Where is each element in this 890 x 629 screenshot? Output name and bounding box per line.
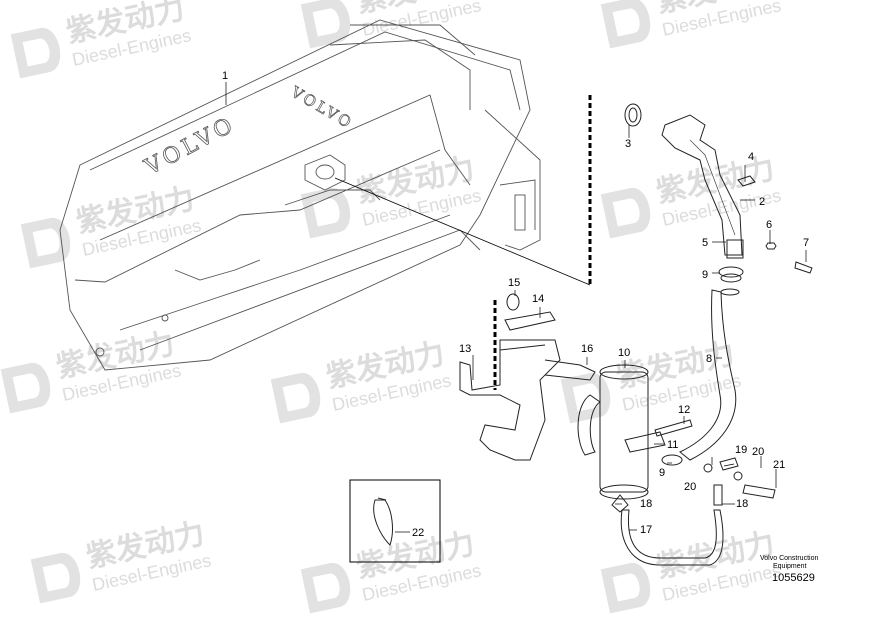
callout-10: 10 [618, 347, 630, 359]
oil-filler-tube [624, 103, 813, 274]
callout-16: 16 [581, 343, 593, 355]
callout-9-lower: 9 [659, 467, 665, 479]
watermark-logo-icon [300, 188, 351, 239]
drain-hose [620, 509, 724, 566]
callout-18-right: 18 [736, 498, 748, 510]
callout-labels: 1 2 3 4 5 6 7 9 8 15 14 13 16 10 12 11 9… [222, 70, 809, 539]
callout-15: 15 [508, 277, 520, 289]
watermark-logo-icon [600, 563, 651, 614]
detail-box-clip [349, 479, 441, 563]
callout-14: 14 [532, 293, 544, 305]
watermark-logo-icon [20, 218, 71, 269]
callout-2: 2 [759, 196, 765, 208]
watermark-logo-icon [600, 188, 651, 239]
callout-3: 3 [625, 138, 631, 150]
callout-17: 17 [640, 524, 652, 536]
caption-line-2: Equipment [773, 563, 807, 570]
callout-1: 1 [222, 70, 228, 82]
watermark-logo-icon [300, 0, 351, 49]
callout-8: 8 [706, 353, 712, 365]
document-number: 1055629 [772, 572, 815, 584]
callout-4: 4 [748, 151, 754, 163]
callout-18-left: 18 [640, 498, 652, 510]
caption-block: Volvo Construction Equipment 1055629 [760, 555, 818, 584]
watermark-logo-icon [600, 0, 651, 49]
callout-9-upper: 9 [702, 269, 708, 281]
callout-11: 11 [667, 439, 678, 451]
callout-5: 5 [702, 237, 708, 249]
callout-19: 19 [735, 444, 747, 456]
watermark-logo-icon [10, 28, 61, 79]
callout-20-left: 20 [684, 481, 696, 493]
breather-hose [679, 266, 744, 461]
callout-20-right: 20 [752, 446, 764, 458]
engine-logo-top: VOLVO [287, 82, 357, 133]
callout-13: 13 [459, 343, 471, 355]
callout-12: 12 [678, 404, 690, 416]
caption-line-1: Volvo Construction [760, 555, 818, 562]
watermark-logo-icon [300, 563, 351, 614]
engine-logo: VOLVO [140, 112, 240, 181]
callout-7: 7 [803, 237, 809, 249]
callout-22: 22 [412, 527, 424, 539]
fasteners [654, 419, 776, 506]
watermark-logo-icon [30, 553, 81, 604]
oil-separator [577, 364, 683, 513]
reference-lines [334, 95, 592, 390]
watermark-logo-icon [270, 373, 321, 424]
watermark-logo-icon [560, 373, 611, 424]
callout-6: 6 [766, 219, 772, 231]
mounting-bracket [459, 293, 596, 461]
callout-21: 21 [773, 459, 785, 471]
watermark-logo-icon [0, 363, 51, 414]
leader-lines [225, 82, 807, 533]
